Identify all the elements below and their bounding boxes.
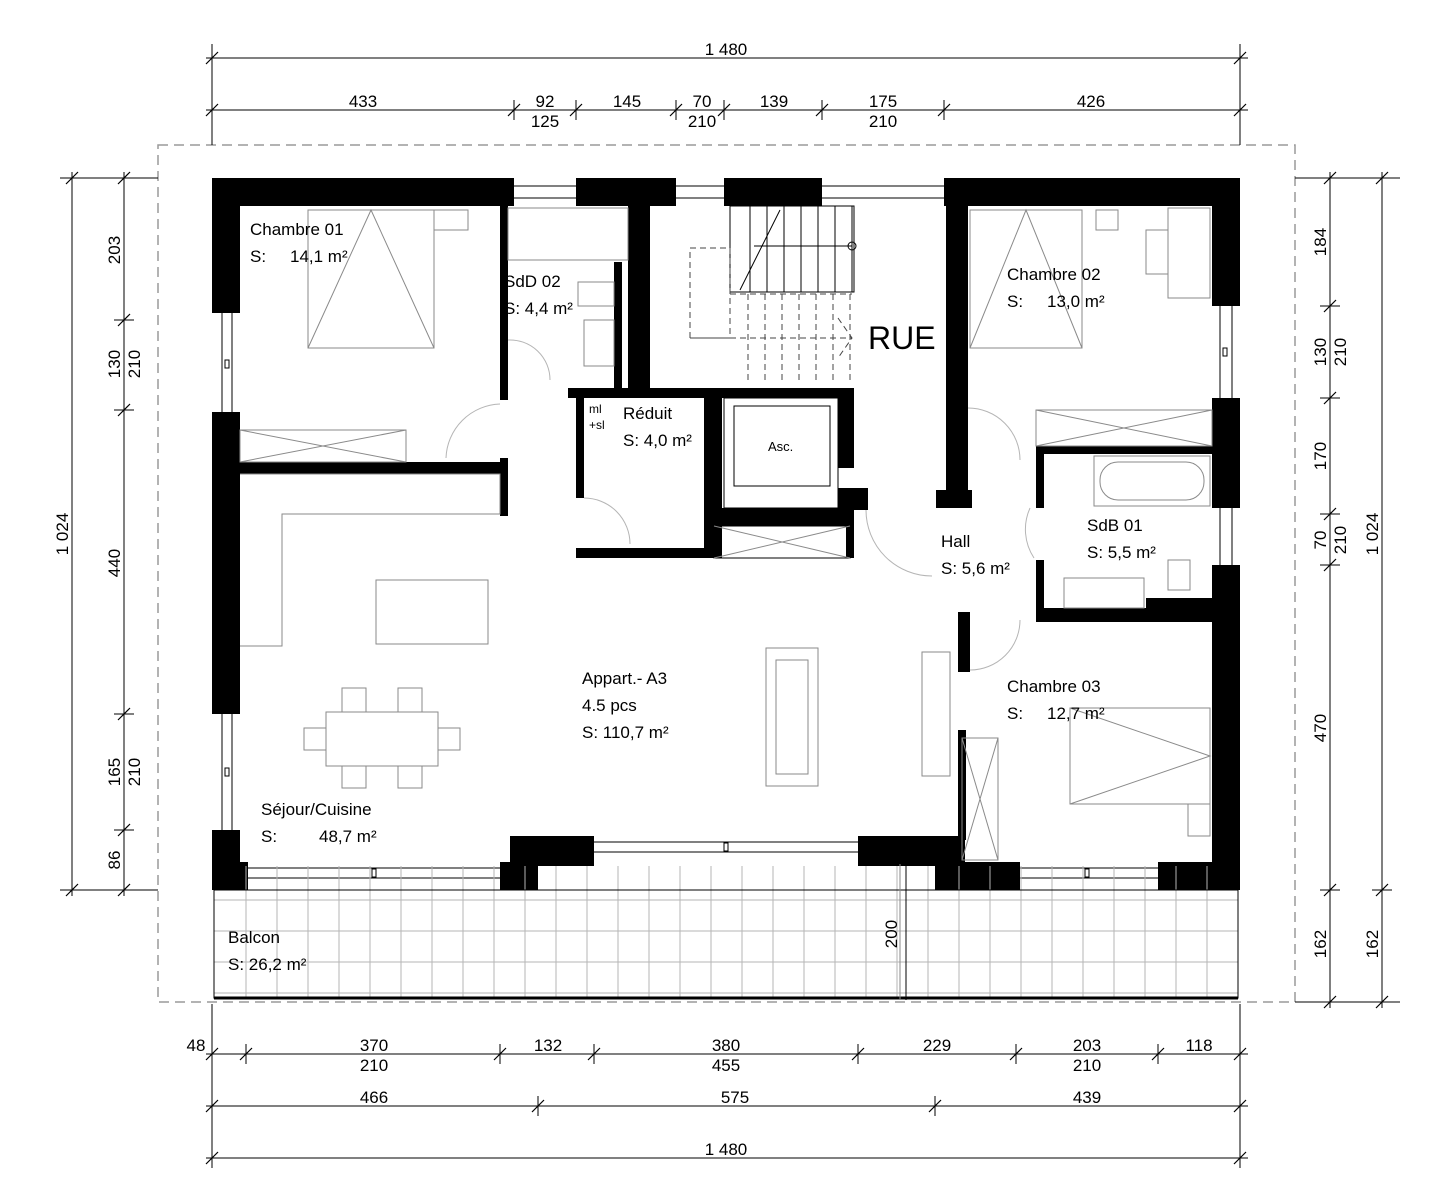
chambre01-s-label: S: xyxy=(250,247,266,266)
dimension-lines xyxy=(60,44,1400,1168)
reduit-note-sl: +sl xyxy=(589,418,605,432)
dim-top-0: 433 xyxy=(349,92,377,111)
dim-top-1: 92 xyxy=(536,92,555,111)
sdd02-area: S: 4,4 m² xyxy=(504,299,573,318)
windows xyxy=(221,185,1233,879)
balcony-outline xyxy=(213,889,1239,999)
dim-right-total: 1 024 xyxy=(1363,513,1382,556)
chambre01-name: Chambre 01 xyxy=(250,220,344,239)
hall-area: S: 5,6 m² xyxy=(941,559,1010,578)
chambre02-name: Chambre 02 xyxy=(1007,265,1101,284)
dim-top-8: 210 xyxy=(869,112,897,131)
chambre03-area: 12,7 m² xyxy=(1047,704,1105,723)
chambre02-area: 13,0 m² xyxy=(1047,292,1105,311)
dim-right-2: 210 xyxy=(1331,338,1350,366)
appart-area: S: 110,7 m² xyxy=(582,723,669,742)
dim-left-3: 440 xyxy=(105,549,124,577)
door-swings xyxy=(445,339,1035,671)
reduit-area: S: 4,0 m² xyxy=(623,431,692,450)
dim-right-1: 130 xyxy=(1311,338,1330,366)
dim-bottom-7: 203 xyxy=(1073,1036,1101,1055)
dim-bottom2-1: 575 xyxy=(721,1088,749,1107)
chambre03-name: Chambre 03 xyxy=(1007,677,1101,696)
dim-right-3: 170 xyxy=(1311,442,1330,470)
furniture xyxy=(239,207,1213,1000)
rue-label: RUE xyxy=(868,320,936,356)
appart-pieces: 4.5 pcs xyxy=(582,696,637,715)
dim-left-4: 165 xyxy=(105,758,124,786)
dim-top-4: 70 xyxy=(693,92,712,111)
dim-top-2: 125 xyxy=(531,112,559,131)
dim-left-5: 210 xyxy=(125,758,144,786)
reduit-name: Réduit xyxy=(623,404,672,423)
staircase xyxy=(689,205,857,380)
dim-right-8: 162 xyxy=(1363,930,1382,958)
dim-right-0: 184 xyxy=(1311,228,1330,256)
sejour-s-label: S: xyxy=(261,827,277,846)
balcon-area: S: 26,2 m² xyxy=(228,955,307,974)
dim-left-1: 130 xyxy=(105,350,124,378)
dim-bottom-5: 455 xyxy=(712,1056,740,1075)
balcon-name: Balcon xyxy=(228,928,280,947)
dim-bottom-6: 229 xyxy=(923,1036,951,1055)
chambre02-s-label: S: xyxy=(1007,292,1023,311)
dim-bottom-8: 210 xyxy=(1073,1056,1101,1075)
sejour-name: Séjour/Cuisine xyxy=(261,800,372,819)
dim-top-5: 210 xyxy=(688,112,716,131)
sejour-area: 48,7 m² xyxy=(319,827,377,846)
site-boundary xyxy=(157,144,1296,1003)
dim-right-6: 470 xyxy=(1311,714,1330,742)
dim-balcony-depth: 200 xyxy=(882,920,901,948)
elevator-label: Asc. xyxy=(768,439,793,454)
dim-bottom-4: 380 xyxy=(712,1036,740,1055)
reduit-note-ml: ml xyxy=(589,402,602,416)
dim-top-7: 175 xyxy=(869,92,897,111)
chambre03-s-label: S: xyxy=(1007,704,1023,723)
dim-bottom2-0: 466 xyxy=(360,1088,388,1107)
sdb01-name: SdB 01 xyxy=(1087,516,1143,535)
chambre01-area: 14,1 m² xyxy=(290,247,348,266)
dim-bottom-1: 370 xyxy=(360,1036,388,1055)
dim-bottom-3: 132 xyxy=(534,1036,562,1055)
dim-bottom-9: 118 xyxy=(1185,1036,1212,1055)
hall-name: Hall xyxy=(941,532,970,551)
room-labels: Chambre 01 S: 14,1 m² SdD 02 S: 4,4 m² R… xyxy=(228,220,1156,974)
dim-bottom-2: 210 xyxy=(360,1056,388,1075)
dim-right-7: 162 xyxy=(1311,930,1330,958)
dimension-labels: 1 480 433 92 125 145 70 210 139 175 210 … xyxy=(53,40,1382,1159)
appart-name: Appart.- A3 xyxy=(582,669,667,688)
dim-bottom-0: 48 xyxy=(187,1036,206,1055)
dim-left-2: 210 xyxy=(125,350,144,378)
dim-top-total: 1 480 xyxy=(705,40,748,59)
dim-right-5: 210 xyxy=(1331,526,1350,554)
dim-bottom-total: 1 480 xyxy=(705,1140,748,1159)
sdb01-area: S: 5,5 m² xyxy=(1087,543,1156,562)
dim-right-4: 70 xyxy=(1311,531,1330,550)
elevator xyxy=(723,397,839,509)
dim-left-total: 1 024 xyxy=(53,513,72,556)
dim-top-6: 139 xyxy=(760,92,788,111)
sdd02-name: SdD 02 xyxy=(504,272,561,291)
dim-bottom2-2: 439 xyxy=(1073,1088,1101,1107)
balcony-tiles xyxy=(214,866,1238,998)
dim-top-3: 145 xyxy=(613,92,641,111)
dim-left-6: 86 xyxy=(105,851,124,870)
dim-top-9: 426 xyxy=(1077,92,1105,111)
dim-left-0: 203 xyxy=(105,236,124,264)
